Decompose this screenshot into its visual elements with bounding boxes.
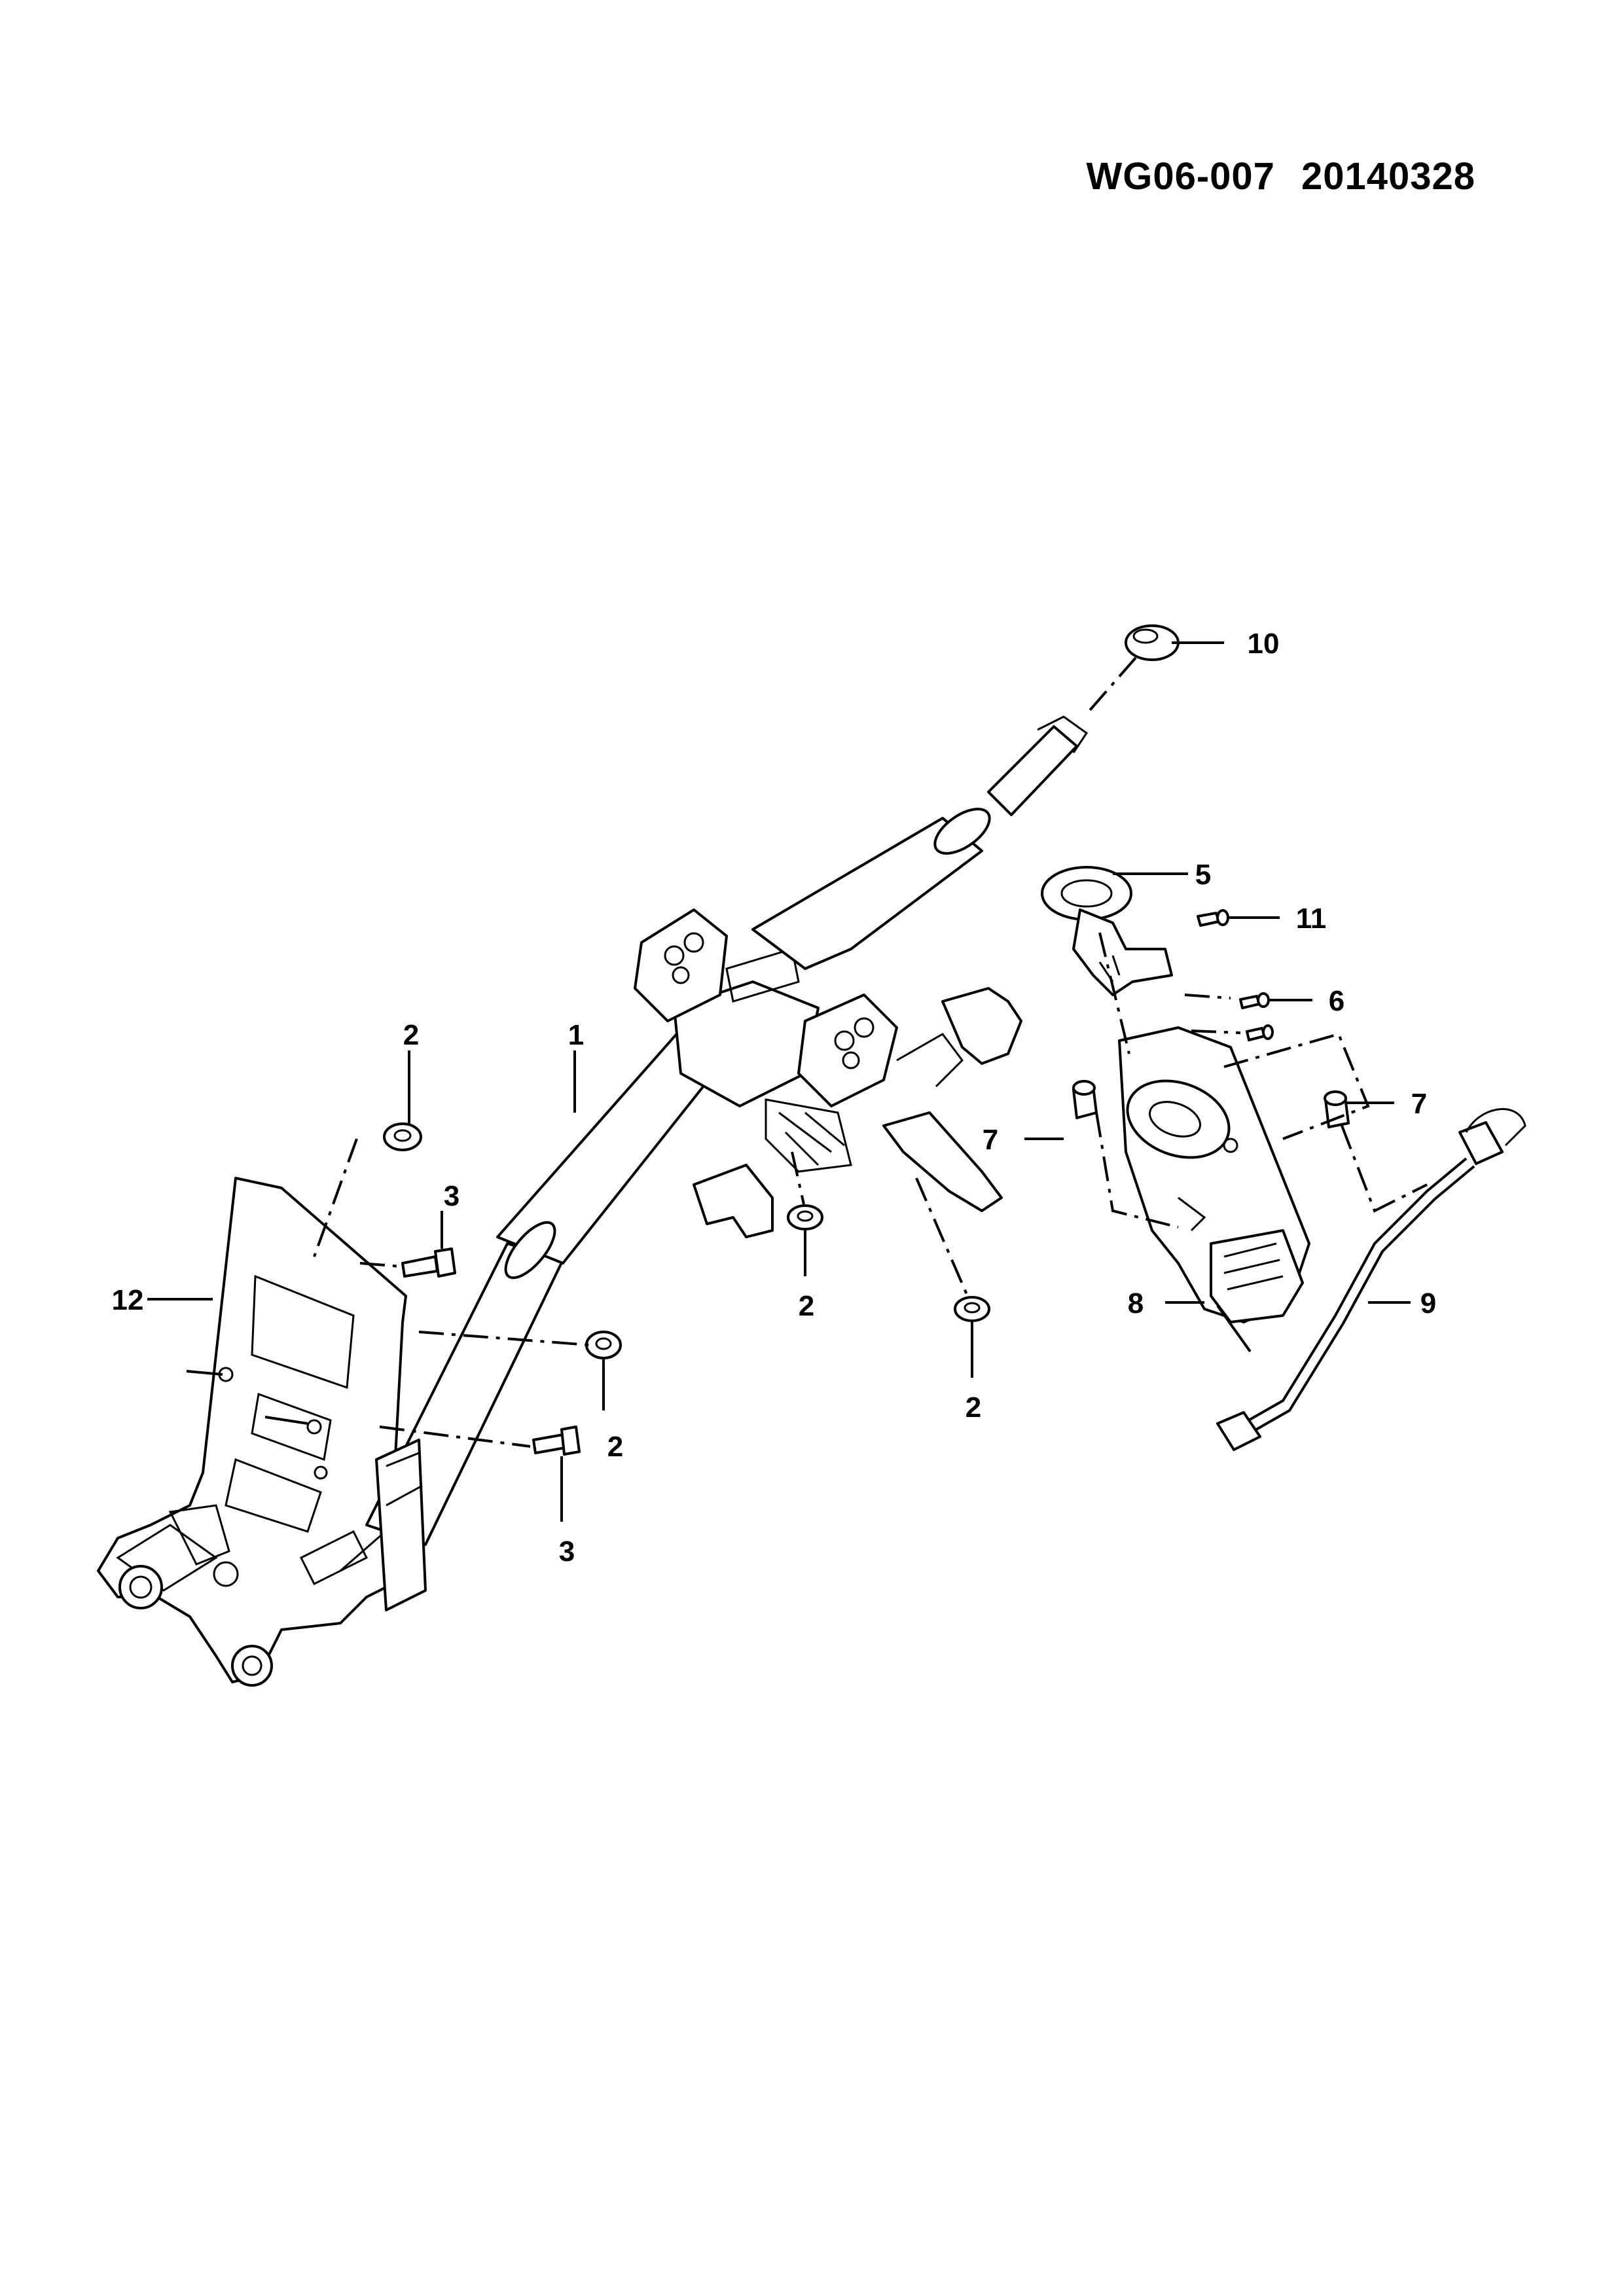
diagram-code: WG06-007 xyxy=(1086,155,1275,198)
callout-1: 1 xyxy=(568,1019,584,1051)
coil-ring-5 xyxy=(1041,866,1173,996)
callout-10: 10 xyxy=(1248,628,1280,660)
steering-column xyxy=(365,715,1089,1611)
callout-numbers: 1 2 2 2 2 3 3 5 6 7 7 8 9 10 11 12 xyxy=(112,628,1437,1568)
diagram-date: 20140328 xyxy=(1301,155,1475,198)
callout-3-bolt-upper: 3 xyxy=(444,1180,460,1212)
nut-10 xyxy=(1125,624,1180,661)
wiring-harness-9 xyxy=(1216,1108,1526,1451)
mounting-bracket xyxy=(97,1177,420,1687)
callout-12: 12 xyxy=(112,1284,144,1316)
leader-lines xyxy=(147,641,1411,1522)
callout-2-nut-center: 2 xyxy=(799,1290,814,1322)
callout-11: 11 xyxy=(1296,903,1327,935)
callout-6: 6 xyxy=(1329,985,1344,1017)
callout-7-left: 7 xyxy=(983,1124,998,1156)
callout-2-nut-left: 2 xyxy=(403,1019,419,1051)
callout-2-nut-mid: 2 xyxy=(607,1431,623,1463)
callout-9: 9 xyxy=(1420,1287,1436,1319)
callout-5: 5 xyxy=(1195,859,1211,891)
diagram-header: WG06-007 20140328 xyxy=(1086,154,1475,198)
callout-3-bolt-lower: 3 xyxy=(559,1535,575,1568)
callout-2-nut-right: 2 xyxy=(965,1391,981,1424)
callout-8: 8 xyxy=(1128,1287,1144,1319)
assembly-lines xyxy=(313,656,1428,1448)
callout-7-right: 7 xyxy=(1411,1088,1427,1120)
lock-housing-8 xyxy=(1118,1026,1310,1323)
